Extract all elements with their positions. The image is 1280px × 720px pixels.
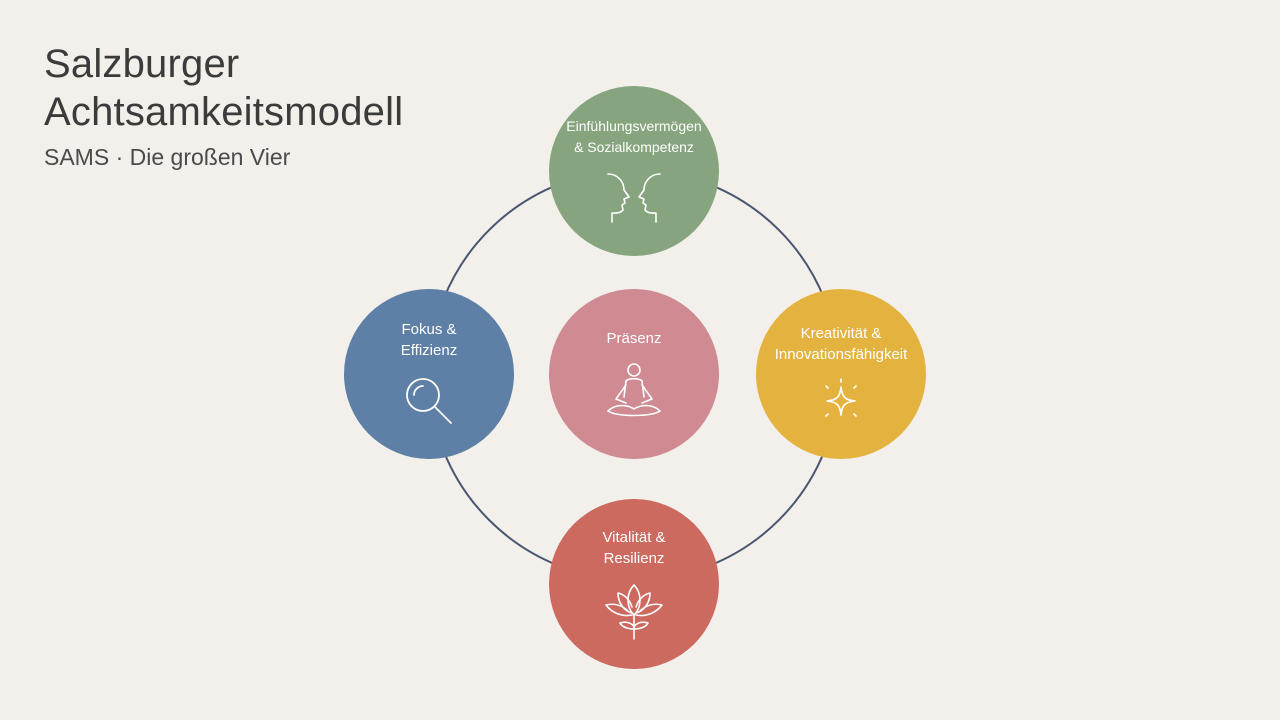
lotus-icon [605,584,663,640]
title-line-2: Achtsamkeitsmodell [44,90,404,134]
title-line-1: Salzburger [44,42,240,86]
meditation-icon [607,362,661,416]
node-vitality: Vitalität & Resilienz [549,499,719,669]
two-faces-icon [607,173,661,223]
sparkle-icon [825,378,857,417]
page-title: Salzburger Achtsamkeitsmodell [44,40,403,136]
node-empathy: Einfühlungsvermögen & Sozialkompetenz [549,86,719,256]
node-creativity: Kreativität & Innovationsfähigkeit [756,289,926,459]
node-presence-label: Präsenz [606,329,662,347]
node-presence: Präsenz [549,289,719,459]
page-subtitle: SAMS · Die großen Vier [44,144,291,170]
node-focus-label: Fokus & Effizienz [400,321,458,359]
node-creativity-label: Kreativität & Innovationsfähigkeit [774,325,908,363]
magnifier-icon [406,378,452,424]
node-focus: Fokus & Effizienz [344,289,514,459]
node-vitality-label: Vitalität & Resilienz [602,529,666,567]
node-empathy-label: Einfühlungsvermögen & Sozialkompetenz [566,118,702,155]
